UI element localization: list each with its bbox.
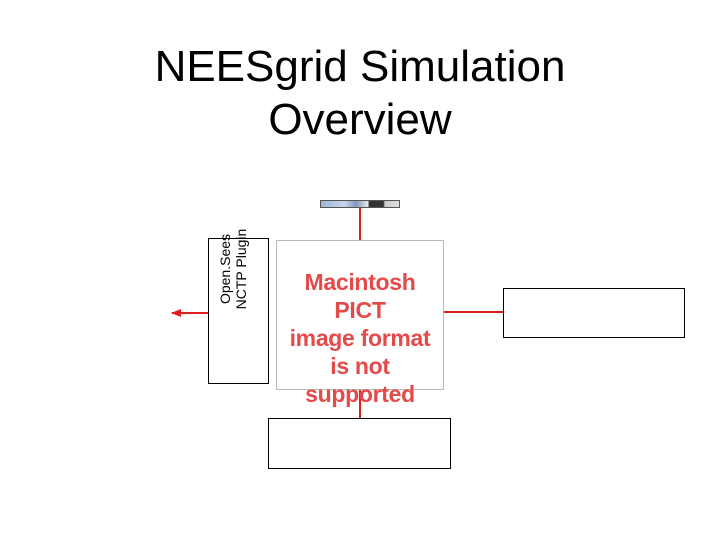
plugin-label-line-1: Open.Sees bbox=[217, 233, 233, 305]
pict-placeholder-line-2: image format bbox=[289, 325, 431, 351]
right-node-box bbox=[503, 288, 685, 338]
plugin-box bbox=[208, 238, 269, 384]
plugin-label-line-2: NCTP Plugin bbox=[233, 228, 249, 310]
pict-placeholder-line-1: Macintosh PICT bbox=[304, 269, 416, 323]
slide-title-line-2: Overview bbox=[268, 95, 452, 144]
toolbar-thumbnail-icon bbox=[320, 200, 400, 208]
pict-placeholder-text: Macintosh PICT image format is not suppo… bbox=[276, 268, 444, 408]
plugin-label: Open.Sees NCTP Plugin bbox=[217, 199, 265, 339]
slide-title-line-1: NEESgrid Simulation bbox=[154, 42, 566, 91]
pict-placeholder-box bbox=[276, 240, 444, 390]
slide-title: NEESgrid Simulation Overview bbox=[0, 40, 720, 146]
pict-placeholder-line-3: is not supported bbox=[305, 353, 415, 407]
bottom-node-box bbox=[268, 418, 451, 469]
